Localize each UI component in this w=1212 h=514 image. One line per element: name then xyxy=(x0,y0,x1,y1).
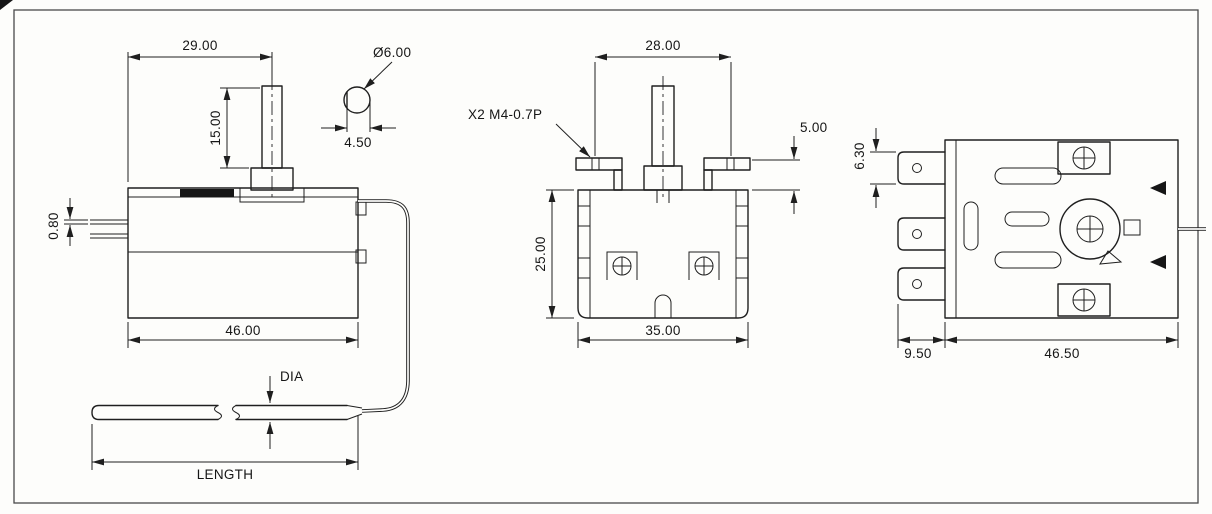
screw-callout: X2 M4-0.7P xyxy=(468,107,591,158)
rear-slot-vertical xyxy=(963,201,979,251)
dim-5-00: 5.00 xyxy=(752,120,827,214)
scan-corner-mark xyxy=(0,0,13,10)
side-terminal-clip-bottom xyxy=(355,249,367,264)
drawing-border xyxy=(13,9,1199,504)
dim-label-35: 35.00 xyxy=(645,323,680,338)
dim-29-00: 29.00 xyxy=(127,38,273,182)
dim-6-30: 6.30 xyxy=(852,128,896,208)
rear-view-body xyxy=(944,139,1179,319)
dim-label-28: 28.00 xyxy=(645,38,680,53)
dim-label-5: 5.00 xyxy=(800,120,827,135)
shaft-section-detail xyxy=(343,86,371,114)
dim-label-dia6: Ø6.00 xyxy=(373,45,411,60)
side-body-marking xyxy=(180,189,234,197)
front-screw-left xyxy=(606,251,638,280)
spade-terminal-1 xyxy=(897,151,946,185)
rear-view: 6.30 9.50 46.50 xyxy=(852,128,1206,361)
side-view: 29.00 15.00 Ø6.00 4.50 0.80 xyxy=(46,38,411,482)
rear-screw-bottom xyxy=(1057,283,1111,317)
dim-label-25: 25.00 xyxy=(533,236,548,271)
stake-mark-top xyxy=(1150,181,1166,195)
dim-28-00: 28.00 xyxy=(594,38,732,156)
cam-stop xyxy=(1123,219,1141,236)
mounting-bracket-right xyxy=(703,157,751,191)
dim-35-00: 35.00 xyxy=(577,322,749,348)
side-view-terminals xyxy=(90,219,128,239)
rear-slot-bottom xyxy=(994,251,1062,269)
side-view-shaft xyxy=(250,76,294,200)
dim-9-50: 9.50 xyxy=(897,304,946,361)
front-screw-right xyxy=(688,251,720,280)
front-view-shaft xyxy=(643,76,683,203)
dim-label-46: 46.00 xyxy=(225,323,260,338)
rear-slot-top xyxy=(994,167,1062,185)
dim-label-630: 6.30 xyxy=(852,142,867,169)
dim-label-080: 0.80 xyxy=(46,212,61,239)
front-view-body xyxy=(577,189,749,319)
spade-terminal-2 xyxy=(897,217,946,251)
dim-46-50: 46.50 xyxy=(945,322,1179,361)
screw-callout-label: X2 M4-0.7P xyxy=(468,107,542,122)
dim-0-80: 0.80 xyxy=(46,198,88,246)
dim-dia-6-00: Ø6.00 xyxy=(363,45,411,90)
dim-label-950: 9.50 xyxy=(904,346,931,361)
dim-25-00: 25.00 xyxy=(533,189,574,319)
front-bottom-tab xyxy=(654,294,672,318)
mounting-bracket-left xyxy=(575,157,623,191)
break-line-left xyxy=(214,405,222,420)
dim-label-450: 4.50 xyxy=(344,135,371,150)
dim-label-15: 15.00 xyxy=(208,110,223,145)
adjustment-cam xyxy=(1059,198,1141,265)
dim-15-00: 15.00 xyxy=(208,87,260,169)
dim-46-00: 46.00 xyxy=(127,322,359,348)
rear-screw-top xyxy=(1057,141,1111,175)
dim-label-4650: 46.50 xyxy=(1044,346,1079,361)
dim-4-50: 4.50 xyxy=(321,102,396,150)
front-view: 28.00 X2 M4-0.7P 5.00 25.00 35.00 xyxy=(468,38,827,348)
dim-label-length: LENGTH xyxy=(197,467,254,482)
spade-terminal-3 xyxy=(897,267,946,301)
break-line-right xyxy=(232,405,240,420)
dim-label-29: 29.00 xyxy=(182,38,217,53)
cam-notch xyxy=(1099,250,1123,265)
capillary-bulb xyxy=(91,404,348,421)
stake-mark-bottom xyxy=(1150,255,1166,269)
dim-length: LENGTH xyxy=(91,416,359,482)
dim-label-dia: DIA xyxy=(280,369,303,384)
capillary-tube xyxy=(346,199,410,420)
dim-dia: DIA xyxy=(266,369,303,449)
side-view-body xyxy=(127,187,367,319)
rear-slot-middle xyxy=(1004,211,1050,227)
